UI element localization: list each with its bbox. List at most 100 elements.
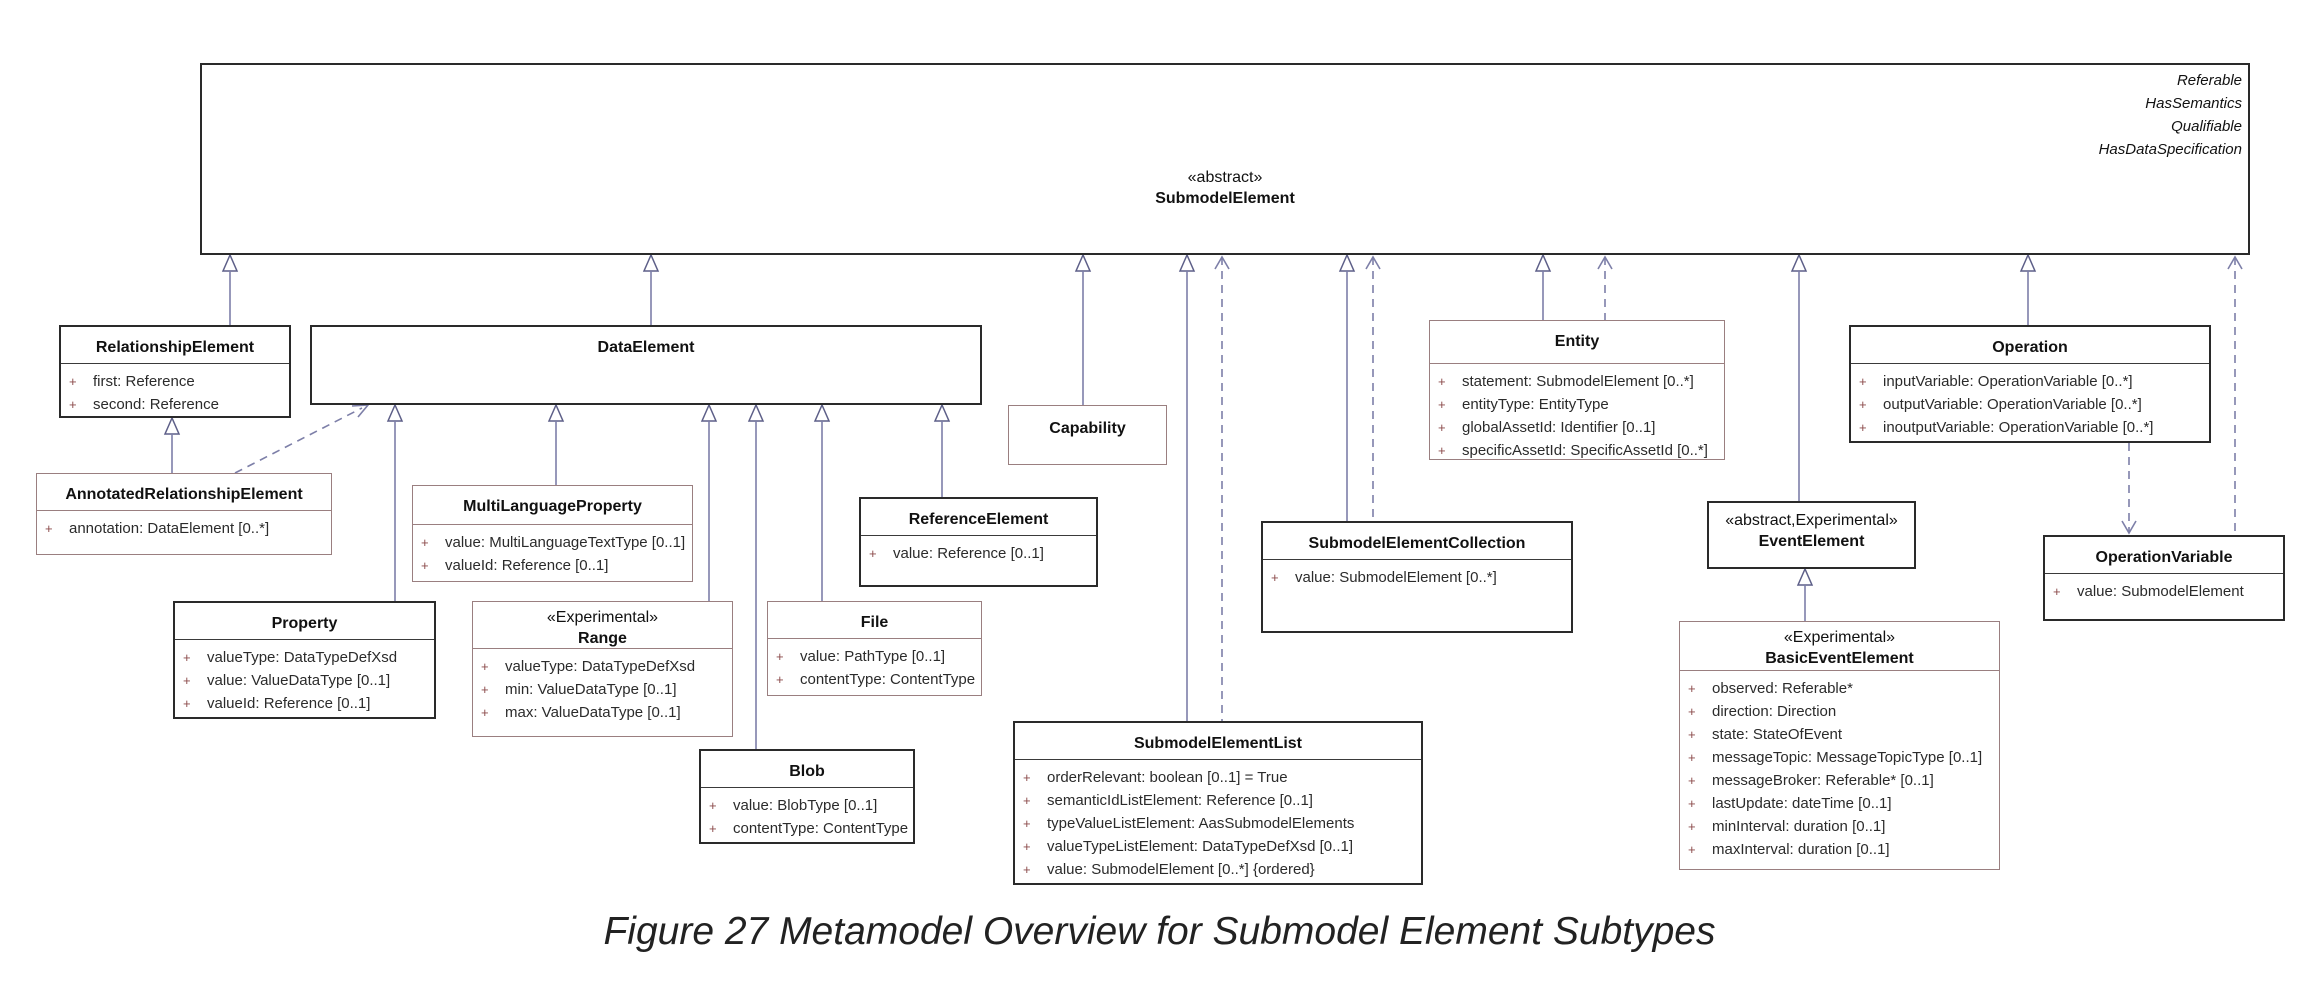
attribute: +first: Reference — [69, 373, 195, 390]
dependency-arrowhead — [351, 404, 370, 418]
multilanguage-property-class: MultiLanguageProperty +value: MultiLangu… — [412, 485, 693, 582]
generalization-arrowhead — [221, 253, 239, 272]
top-name: SubmodelElement — [1155, 190, 1295, 207]
property-class: Property +valueType: DataTypeDefXsd +val… — [173, 601, 436, 719]
attribute: +inoutputVariable: OperationVariable [0.… — [1859, 419, 2154, 436]
generalization-arrowhead — [1178, 253, 1196, 272]
attribute: +state: StateOfEvent — [1688, 726, 1843, 743]
generalization-arrowhead — [1534, 253, 1552, 272]
class-name: MultiLanguageProperty — [463, 498, 642, 515]
relationship-element-class: RelationshipElement +first: Reference +s… — [59, 325, 291, 418]
generalization-arrowhead — [547, 403, 565, 422]
class-name: OperationVariable — [2095, 549, 2233, 566]
class-stereotype: «Experimental» — [1783, 629, 1896, 646]
class-name: Blob — [789, 763, 825, 780]
attribute: +valueId: Reference [0..1] — [183, 695, 371, 712]
basic-event-element-class: «Experimental» BasicEventElement +observ… — [1679, 621, 2000, 870]
generalization-arrowhead — [1074, 253, 1092, 272]
generalization-arrowhead — [933, 403, 951, 422]
annotated-relationship-element-class: AnnotatedRelationshipElement +annotation… — [36, 473, 332, 555]
attribute: +value: SubmodelElement — [2053, 583, 2244, 600]
submodel-element-class: Referable HasSemantics Qualifiable HasDa… — [200, 63, 2250, 255]
attribute: +valueType: DataTypeDefXsd — [183, 649, 398, 666]
generalization-arrowhead — [747, 403, 765, 422]
class-name: RelationshipElement — [95, 339, 255, 356]
attribute: +value: PathType [0..1] — [776, 648, 946, 665]
operation-class: Operation +inputVariable: OperationVaria… — [1849, 325, 2211, 443]
generalization-arrowhead — [386, 403, 404, 422]
class-name: Range — [578, 630, 627, 647]
class-name: File — [860, 614, 889, 631]
attribute: +min: ValueDataType [0..1] — [481, 681, 677, 698]
tag-qualifiable: Qualifiable — [2171, 118, 2242, 135]
tag-hassemantics: HasSemantics — [2145, 95, 2242, 112]
attribute: +orderRelevant: boolean [0..1] = True — [1023, 769, 1288, 786]
class-name: Property — [271, 615, 338, 632]
attribute: +messageTopic: MessageTopicType [0..1] — [1688, 749, 1983, 766]
attribute: +value: ValueDataType [0..1] — [183, 672, 391, 689]
capability-class: Capability — [1008, 405, 1167, 465]
generalization-arrowhead — [813, 403, 831, 422]
attribute: +valueId: Reference [0..1] — [421, 557, 609, 574]
tag-referable: Referable — [2176, 72, 2242, 89]
class-name: SubmodelElementList — [1133, 735, 1303, 752]
operation-variable-class: OperationVariable +value: SubmodelElemen… — [2043, 535, 2285, 621]
generalization-arrowhead — [2019, 253, 2037, 272]
class-name: DataElement — [597, 339, 695, 356]
attribute: +statement: SubmodelElement [0..*] — [1438, 373, 1694, 390]
attribute: +maxInterval: duration [0..1] — [1688, 841, 1890, 858]
class-name: ReferenceElement — [908, 511, 1049, 528]
data-element-class: DataElement — [310, 325, 982, 405]
attribute: +value: SubmodelElement [0..*] — [1271, 569, 1497, 586]
attribute: +typeValueListElement: AasSubmodelElemen… — [1023, 815, 1355, 832]
attribute: +max: ValueDataType [0..1] — [481, 704, 681, 721]
generalization-arrowhead — [642, 253, 660, 272]
submodel-element-list-class: SubmodelElementList +orderRelevant: bool… — [1013, 721, 1423, 885]
generalization-arrowhead — [1796, 567, 1814, 586]
attribute: +second: Reference — [69, 396, 219, 413]
attribute: +value: SubmodelElement [0..*] {ordered} — [1023, 861, 1315, 878]
attribute: +valueTypeListElement: DataTypeDefXsd [0… — [1023, 838, 1353, 855]
class-name: Capability — [1049, 420, 1126, 437]
generalization-arrowhead — [1338, 253, 1356, 272]
attribute: +entityType: EntityType — [1438, 396, 1609, 413]
attribute: +contentType: ContentType — [709, 820, 909, 837]
class-name: EventElement — [1758, 533, 1865, 550]
attribute: +messageBroker: Referable* [0..1] — [1688, 772, 1934, 789]
generalization-arrowhead — [1790, 253, 1808, 272]
attribute: +value: BlobType [0..1] — [709, 797, 878, 814]
reference-element-class: ReferenceElement +value: Reference [0..1… — [859, 497, 1098, 587]
attribute: +minInterval: duration [0..1] — [1688, 818, 1886, 835]
class-name: Operation — [1992, 339, 2068, 356]
attribute: +inputVariable: OperationVariable [0..*] — [1859, 373, 2133, 390]
attribute: +observed: Referable* — [1688, 680, 1853, 697]
file-class: File +value: PathType [0..1] +contentTyp… — [767, 601, 982, 696]
dependency-line — [234, 407, 363, 474]
figure-caption: Figure 27 Metamodel Overview for Submode… — [603, 910, 1716, 953]
attribute: +contentType: ContentType — [776, 671, 976, 688]
attribute: +valueType: DataTypeDefXsd — [481, 658, 696, 675]
tag-hasdataspecification: HasDataSpecification — [2098, 141, 2242, 158]
class-stereotype: «abstract,Experimental» — [1725, 512, 1898, 529]
attribute: +direction: Direction — [1688, 703, 1837, 720]
attribute: +annotation: DataElement [0..*] — [45, 520, 270, 537]
attribute: +globalAssetId: Identifier [0..1] — [1438, 419, 1656, 436]
top-stereotype: «abstract» — [1187, 169, 1263, 186]
association-arrowhead — [2121, 520, 2137, 535]
attribute: +value: Reference [0..1] — [869, 545, 1044, 562]
range-class: «Experimental» Range +valueType: DataTyp… — [472, 601, 733, 737]
class-name: SubmodelElementCollection — [1308, 535, 1526, 552]
attribute: +value: MultiLanguageTextType [0..1] — [421, 534, 686, 551]
generalization-arrowhead — [700, 403, 718, 422]
class-name: Entity — [1554, 333, 1600, 350]
entity-class: Entity +statement: SubmodelElement [0..*… — [1429, 320, 1725, 460]
attribute: +outputVariable: OperationVariable [0..*… — [1859, 396, 2142, 413]
class-name: AnnotatedRelationshipElement — [65, 486, 303, 503]
top-tags: Referable HasSemantics Qualifiable HasDa… — [2099, 69, 2242, 161]
attribute: +specificAssetId: SpecificAssetId [0..*] — [1438, 442, 1708, 459]
submodel-element-collection-class: SubmodelElementCollection +value: Submod… — [1261, 521, 1573, 633]
attribute: +lastUpdate: dateTime [0..1] — [1688, 795, 1892, 812]
class-name: BasicEventElement — [1765, 650, 1914, 667]
